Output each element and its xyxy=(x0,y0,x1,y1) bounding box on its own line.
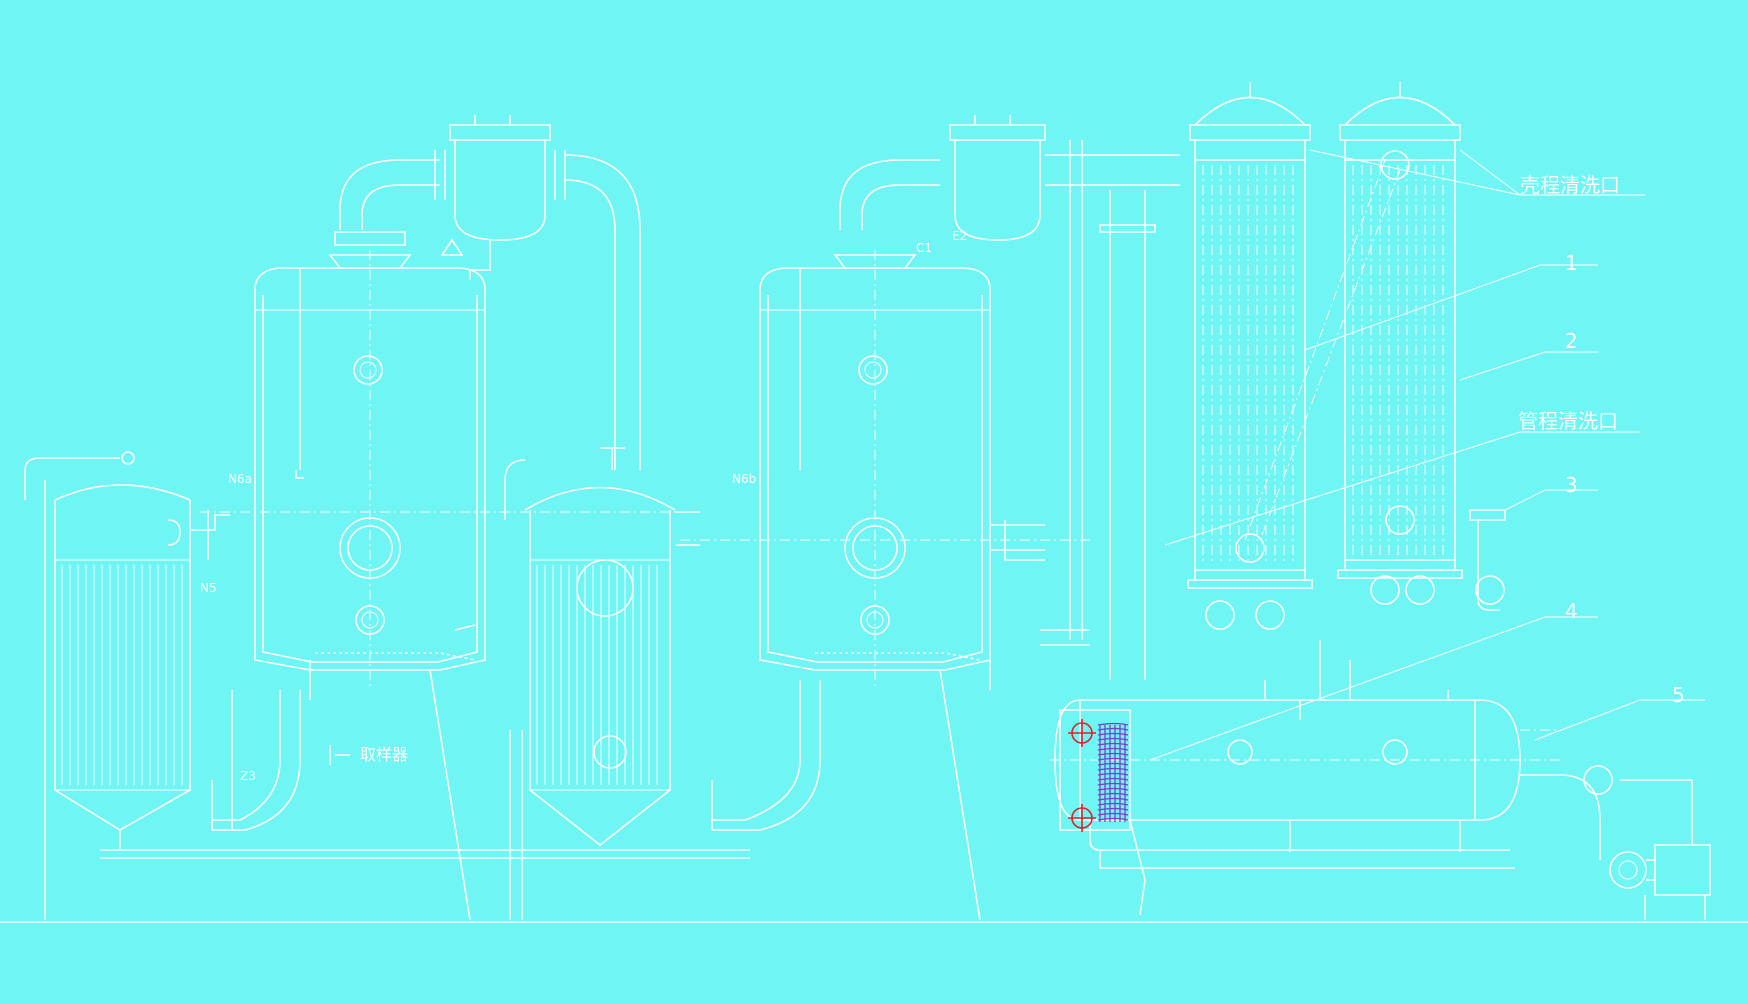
label-n5: N5 xyxy=(200,581,217,595)
label-z3: Z3 xyxy=(240,769,256,783)
label-1: 1 xyxy=(1565,251,1578,275)
label-3: 3 xyxy=(1565,473,1578,497)
label-4: 4 xyxy=(1565,599,1578,623)
label-c1: C1 xyxy=(916,241,932,255)
label-shell-clean: 壳程清洗口 xyxy=(1520,173,1620,197)
coil-exchanger xyxy=(1059,709,1131,832)
label-n6b: N6b xyxy=(732,472,756,486)
label-sampler: 取样器 xyxy=(360,745,408,764)
evaporator-1-separator: N6a Z3 取样器 xyxy=(200,250,680,921)
pump xyxy=(1520,729,1711,920)
receiver-tank xyxy=(1050,640,1560,916)
vapor-pipe-2 xyxy=(839,115,1180,680)
label-tube-clean: 管程清洗口 xyxy=(1518,409,1618,433)
leader-lines xyxy=(1149,149,1705,761)
heater-1 xyxy=(504,447,700,920)
evaporator-2-separator: N6b C1 E2 xyxy=(680,229,1090,921)
label-n6a: N6a xyxy=(228,472,252,486)
left-preheater: N5 xyxy=(24,451,750,920)
condenser-1 xyxy=(1187,82,1313,630)
label-5: 5 xyxy=(1672,683,1685,707)
condenser-2 xyxy=(1337,82,1506,611)
label-2: 2 xyxy=(1565,329,1578,353)
heater-2 xyxy=(989,520,1045,690)
diagonal-pipes xyxy=(1244,150,1410,541)
vapor-pipe-1 xyxy=(334,115,641,470)
label-e2: E2 xyxy=(952,229,967,243)
